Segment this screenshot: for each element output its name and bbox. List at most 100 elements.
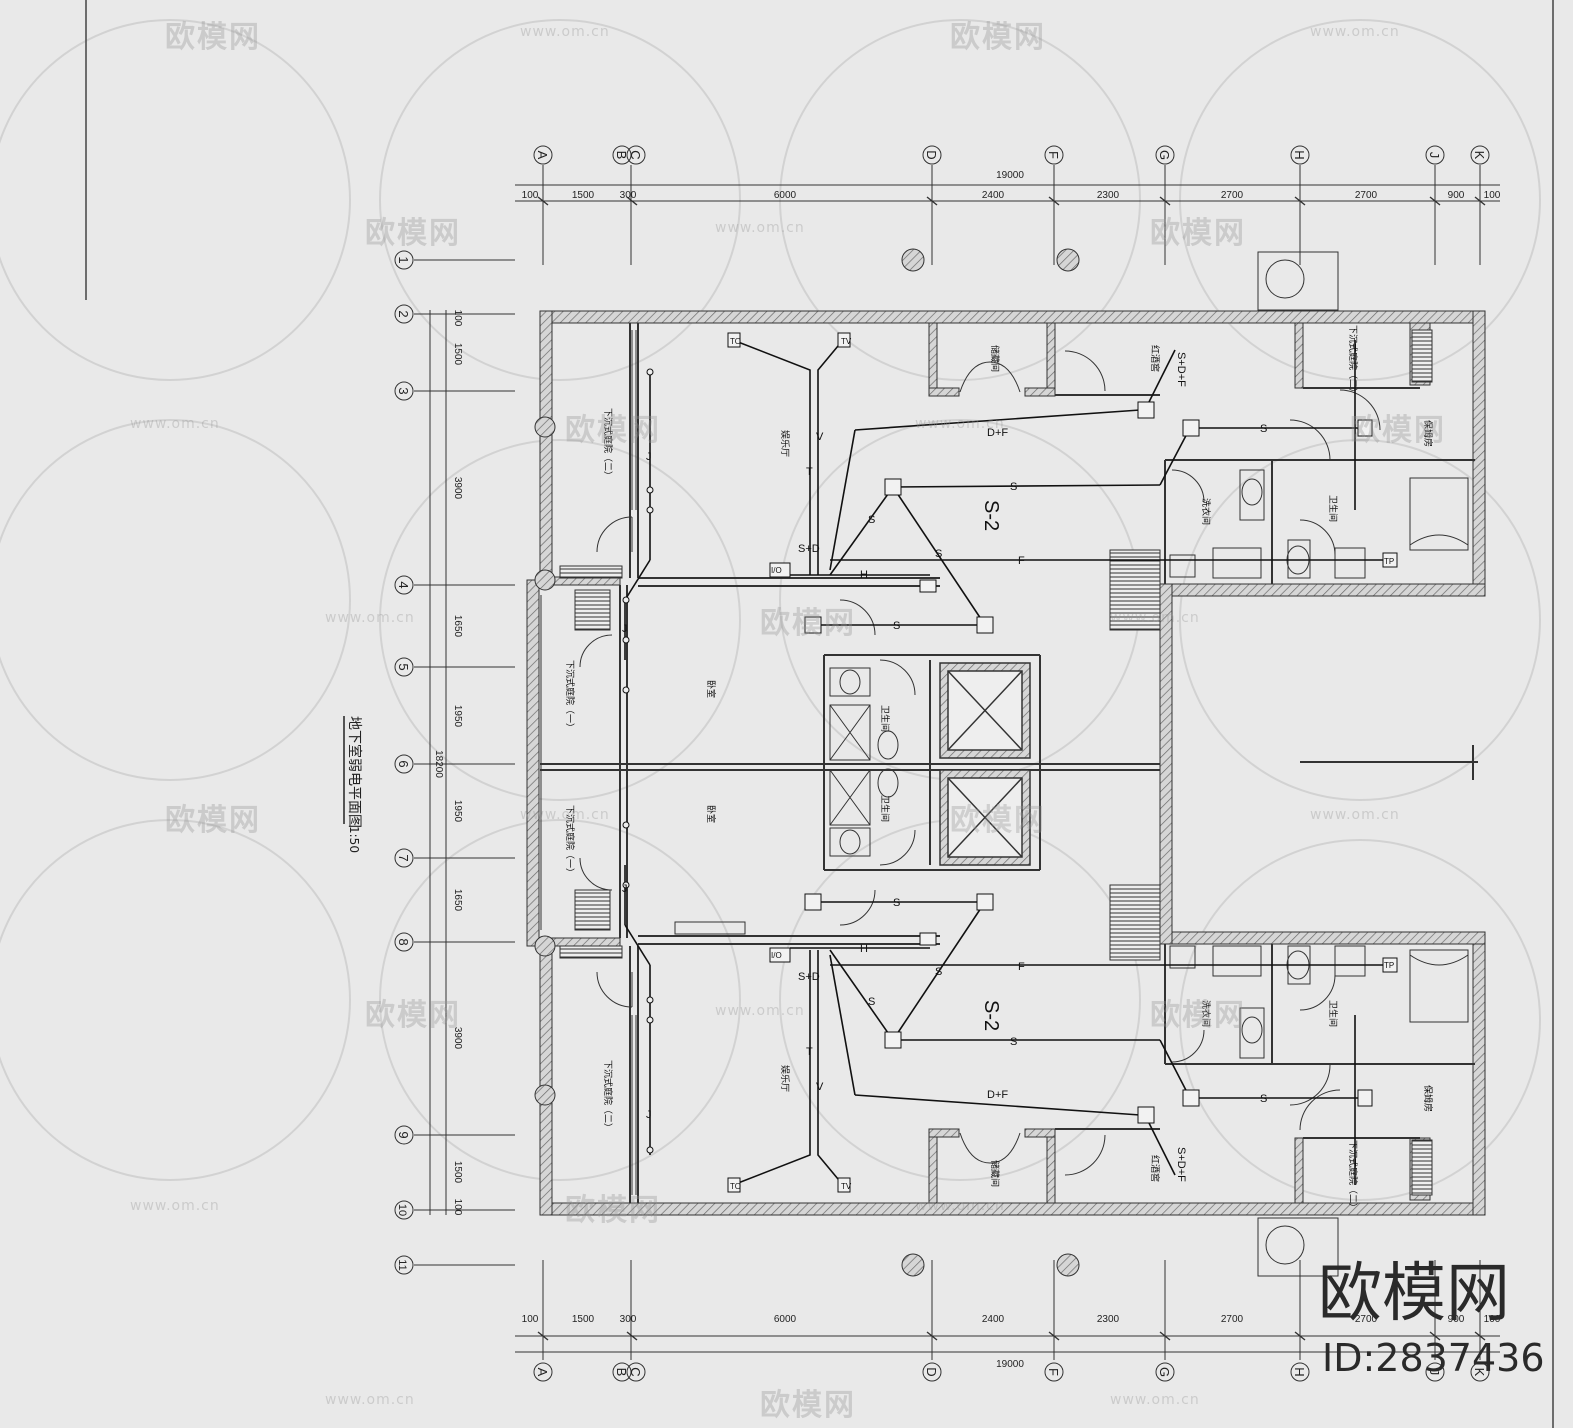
axis-bubble-row-9: 9 <box>394 1125 414 1145</box>
axis-label: 9 <box>396 1131 411 1138</box>
cable-label-tp: TP <box>1384 961 1394 970</box>
room-label-bathroom: 卫生间 <box>879 705 891 732</box>
axis-label: B <box>614 1368 629 1377</box>
axis-bubble-row-3: 3 <box>394 381 414 401</box>
cable-label-j: J <box>646 451 652 463</box>
dim-seg-left: 1500 <box>452 343 463 366</box>
dim-seg-bottom: 6000 <box>774 1314 797 1325</box>
axis-bubble-a-bottom: A <box>533 1362 553 1382</box>
sanitary-fixtures <box>674 469 1469 1059</box>
dim-overall-top: 19000 <box>996 170 1024 181</box>
axis-label: G <box>1157 150 1172 160</box>
dim-seg-left: 1950 <box>452 800 463 823</box>
axis-label: A <box>535 1368 550 1377</box>
axis-label: H <box>1292 1367 1307 1376</box>
cable-label-tv: TV <box>841 337 852 346</box>
room-label-courtyard-2-right: 下沉式庭院（二） <box>1347 1140 1359 1212</box>
axis-bubble-row-7: 7 <box>394 848 414 868</box>
dim-seg-top: 1500 <box>572 190 595 201</box>
drawing-title: 地下室弱电平面图 1:50 <box>343 716 363 853</box>
cable-label-j: J <box>622 623 628 635</box>
room-labels: 娱乐厅 娱乐厅 卧室 卧室 卫生间 卫生间 卫生间 卫生间 储藏间 储藏间 红酒… <box>564 325 1434 1212</box>
dim-seg-bottom: 300 <box>620 1314 637 1325</box>
cable-label-sd: S+D <box>798 543 820 555</box>
dim-seg-bottom: 900 <box>1448 1314 1465 1325</box>
drawing-scale-text: 1:50 <box>347 826 361 853</box>
room-label-courtyard-2: 下沉式庭院（二） <box>602 1060 614 1132</box>
room-label-laundry: 洗衣间 <box>1200 498 1212 525</box>
dim-seg-top: 2400 <box>982 190 1005 201</box>
cable-label-tv: TV <box>841 1182 852 1191</box>
dim-seg-bottom: 2400 <box>982 1314 1005 1325</box>
axis-label: 5 <box>396 663 411 670</box>
room-label-bathroom: 卫生间 <box>1327 495 1339 522</box>
room-label-entertainment: 娱乐厅 <box>779 1065 791 1092</box>
axis-bubble-b-bottom: B <box>612 1362 632 1382</box>
dim-seg-top: 100 <box>522 190 539 201</box>
cable-label-io: I/O <box>771 566 782 575</box>
cable-label-to: TO <box>730 1182 741 1191</box>
axis-label: 10 <box>396 1204 408 1216</box>
room-label-maid-room: 保姆房 <box>1422 1085 1434 1112</box>
dimension-text: 19000 100 1500 300 6000 2400 2300 2700 2… <box>433 170 1501 1370</box>
room-label-courtyard-1: 下沉式庭院（一） <box>564 660 576 732</box>
windows <box>540 330 637 1195</box>
column-bubbles-top: A B C D F G H J K <box>533 145 1490 165</box>
dim-seg-left: 1650 <box>452 889 463 912</box>
drawing-title-text: 地下室弱电平面图 <box>346 716 363 828</box>
dim-seg-top: 2700 <box>1221 190 1244 201</box>
room-label-courtyard-1: 下沉式庭院（一） <box>564 805 576 877</box>
dim-seg-left: 1500 <box>452 1161 463 1184</box>
axis-label: C <box>628 150 643 159</box>
axis-bubble-d-top: D <box>922 145 942 165</box>
axis-bubble-b-top: B <box>612 145 632 165</box>
axis-bubble-row-10: 10 <box>394 1200 414 1220</box>
cable-label-f: F <box>1018 555 1025 567</box>
dim-seg-left: 1650 <box>452 615 463 638</box>
axis-label: F <box>1046 1368 1061 1376</box>
cable-label-s: S <box>1010 481 1017 493</box>
wiring-lines <box>624 339 1390 1186</box>
dim-seg-top: 2300 <box>1097 190 1120 201</box>
room-label-storage: 储藏间 <box>989 1160 1001 1187</box>
dim-seg-top: 100 <box>1484 190 1501 201</box>
watermark-circles <box>0 19 1541 1201</box>
column-bubbles-bottom: A B C D F G H J K <box>533 1362 1490 1382</box>
axis-bubble-f-bottom: F <box>1044 1362 1064 1382</box>
axis-bubble-c-bottom: C <box>626 1362 646 1382</box>
axis-label: 8 <box>396 938 411 945</box>
axis-label: G <box>1157 1367 1172 1377</box>
axis-label: B <box>614 151 629 160</box>
room-label-courtyard-2: 下沉式庭院（二） <box>602 408 614 480</box>
room-label-wine-cellar: 红酒窖 <box>1149 1155 1161 1182</box>
cable-label-h: H <box>860 943 868 955</box>
grid-axis-lines <box>414 165 1481 1360</box>
axis-bubble-k-bottom: K <box>1470 1362 1490 1382</box>
axis-bubble-row-8: 8 <box>394 932 414 952</box>
room-label-storage: 储藏间 <box>989 345 1001 372</box>
axis-bubble-j-top: J <box>1425 145 1445 165</box>
cable-label-to: TO <box>730 337 741 346</box>
axis-label: A <box>535 151 550 160</box>
corner-watermark-id: ID:2837436 <box>1322 1336 1545 1380</box>
axis-bubble-k-top: K <box>1470 145 1490 165</box>
dim-seg-top: 2700 <box>1355 190 1378 201</box>
room-label-bedroom: 卧室 <box>705 805 717 823</box>
axis-label: D <box>924 1367 939 1376</box>
dim-seg-bottom: 1500 <box>572 1314 595 1325</box>
dim-seg-top: 300 <box>620 190 637 201</box>
cable-label-s: S <box>868 514 875 526</box>
axis-bubble-row-1: 1 <box>394 250 414 270</box>
dim-seg-left: 3900 <box>452 1027 463 1050</box>
room-label-bedroom: 卧室 <box>705 680 717 698</box>
room-label-wine-cellar: 红酒窖 <box>1149 345 1161 372</box>
cable-label-s: S <box>1260 1093 1267 1105</box>
axis-label: J <box>1427 152 1442 159</box>
junction-boxes <box>727 332 1398 1193</box>
interior-partitions <box>540 323 1475 1203</box>
axis-bubble-row-5: 5 <box>394 657 414 677</box>
elevator-shafts <box>939 662 1031 866</box>
room-label-laundry: 洗衣间 <box>1200 1000 1212 1027</box>
axis-bubble-h-top: H <box>1290 145 1310 165</box>
